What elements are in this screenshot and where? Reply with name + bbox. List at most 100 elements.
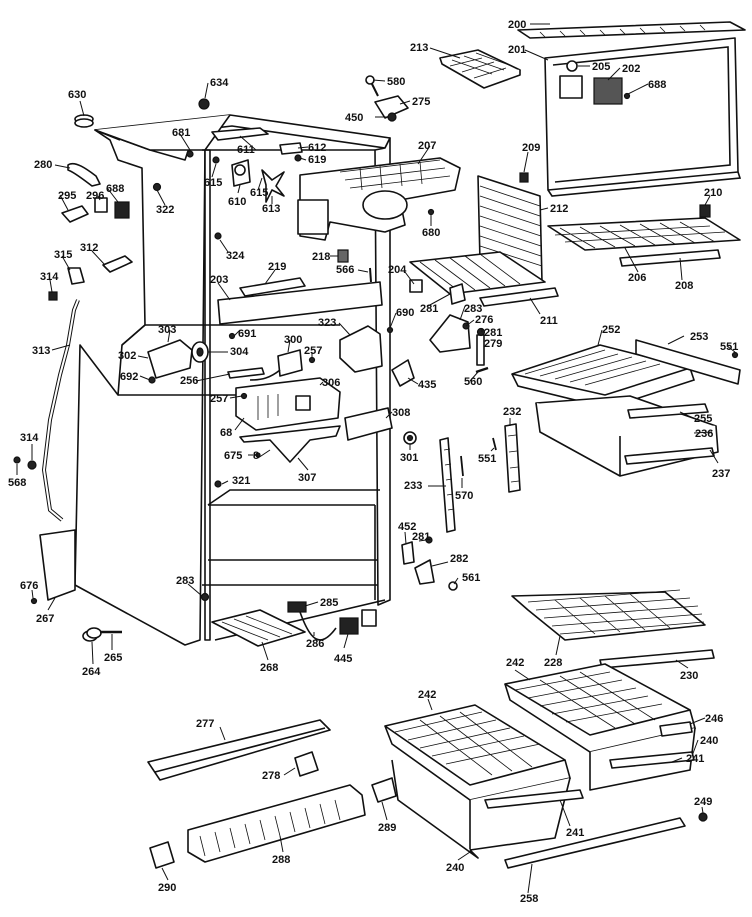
label-203: 203	[210, 274, 228, 286]
part-561-screw	[448, 581, 458, 591]
part-283-screw	[200, 592, 210, 602]
label-561: 561	[462, 572, 480, 584]
label-315: 315	[54, 249, 72, 261]
part-445-connector	[339, 609, 377, 635]
label-450: 450	[345, 112, 363, 124]
part-613-fan	[261, 169, 285, 203]
part-321-screw	[214, 480, 222, 488]
label-68: 68	[220, 427, 232, 439]
part-267-panel	[39, 529, 76, 601]
label-242a: 242	[506, 657, 524, 669]
label-308: 308	[392, 407, 410, 419]
part-560-screw	[475, 366, 489, 374]
label-265: 265	[104, 652, 122, 664]
label-8: 8	[253, 450, 259, 462]
part-246-bracket	[659, 721, 693, 737]
part-322-screw	[152, 182, 162, 192]
part-611-bracket	[211, 127, 269, 141]
label-241a: 241	[686, 753, 704, 765]
label-252: 252	[602, 324, 620, 336]
label-435: 435	[418, 379, 436, 391]
part-676-screw	[30, 597, 38, 605]
part-242-crisper-left	[384, 704, 571, 851]
label-688b: 688	[106, 183, 124, 195]
part-290-clip	[149, 841, 175, 869]
label-240a: 240	[700, 735, 718, 747]
label-275: 275	[412, 96, 430, 108]
part-280-handle	[67, 162, 101, 187]
label-267: 267	[36, 613, 54, 625]
part-241-handle	[484, 789, 584, 809]
label-246: 246	[705, 713, 723, 725]
part-289-clip	[371, 777, 397, 803]
label-675: 675	[224, 450, 242, 462]
label-255: 255	[694, 413, 712, 425]
label-209: 209	[522, 142, 540, 154]
label-303: 303	[158, 324, 176, 336]
part-281-cap	[476, 327, 486, 337]
label-286: 286	[306, 638, 324, 650]
label-236: 236	[695, 428, 713, 440]
label-276: 276	[475, 314, 493, 326]
part-634-plug	[198, 98, 210, 110]
part-218-bracket	[337, 249, 349, 263]
label-237: 237	[712, 468, 730, 480]
part-285-plug	[287, 601, 307, 613]
label-257b: 257	[210, 393, 228, 405]
label-258: 258	[520, 893, 538, 905]
label-228: 228	[544, 657, 562, 669]
label-580: 580	[387, 76, 405, 88]
part-324-screw	[214, 232, 222, 240]
label-612: 612	[308, 142, 326, 154]
part-566-screw	[369, 267, 372, 283]
part-233-rail	[439, 437, 456, 533]
label-277: 277	[196, 718, 214, 730]
part-295-296-switch	[61, 197, 130, 223]
label-314a: 314	[40, 271, 59, 283]
part-240-crisper-body	[391, 759, 479, 859]
label-568: 568	[8, 477, 26, 489]
label-680: 680	[422, 227, 440, 239]
part-570-screw	[460, 455, 464, 477]
label-279: 279	[484, 338, 502, 350]
part-241-handle-b	[609, 751, 695, 769]
part-691-screw	[228, 332, 236, 340]
part-452-bracket	[401, 541, 415, 565]
label-566: 566	[336, 264, 354, 276]
label-288: 288	[272, 854, 290, 866]
label-445: 445	[334, 653, 352, 665]
part-268-grille	[211, 609, 306, 647]
part-286-cord	[299, 611, 337, 641]
part-288-grille	[187, 784, 366, 863]
label-241b: 241	[566, 827, 584, 839]
label-570: 570	[455, 490, 473, 502]
label-283a: 283	[464, 303, 482, 315]
part-568-screw	[13, 456, 21, 464]
label-681: 681	[172, 127, 190, 139]
label-249: 249	[694, 796, 712, 808]
label-207: 207	[418, 140, 436, 152]
cabinet-shell	[74, 114, 391, 646]
label-210: 210	[704, 187, 722, 199]
part-236-drawer	[535, 395, 719, 477]
part-219-vent	[239, 277, 306, 297]
part-307-cover	[239, 425, 341, 463]
part-278-clip	[294, 751, 319, 777]
label-233: 233	[404, 480, 422, 492]
label-312: 312	[80, 242, 98, 254]
label-219: 219	[268, 261, 286, 273]
part-435-bracket	[391, 359, 415, 387]
label-282: 282	[450, 553, 468, 565]
part-207-evaporator	[297, 157, 461, 241]
part-300-306-control-box	[227, 349, 341, 431]
label-208: 208	[675, 280, 693, 292]
part-680-screw	[427, 208, 435, 216]
label-253: 253	[690, 331, 708, 343]
part-314-washer	[27, 460, 37, 470]
label-295: 295	[58, 190, 76, 202]
part-312-315-hinge	[48, 255, 133, 301]
part-612-619	[279, 142, 303, 162]
label-322: 322	[156, 204, 174, 216]
label-304: 304	[230, 346, 249, 358]
label-285: 285	[320, 597, 338, 609]
